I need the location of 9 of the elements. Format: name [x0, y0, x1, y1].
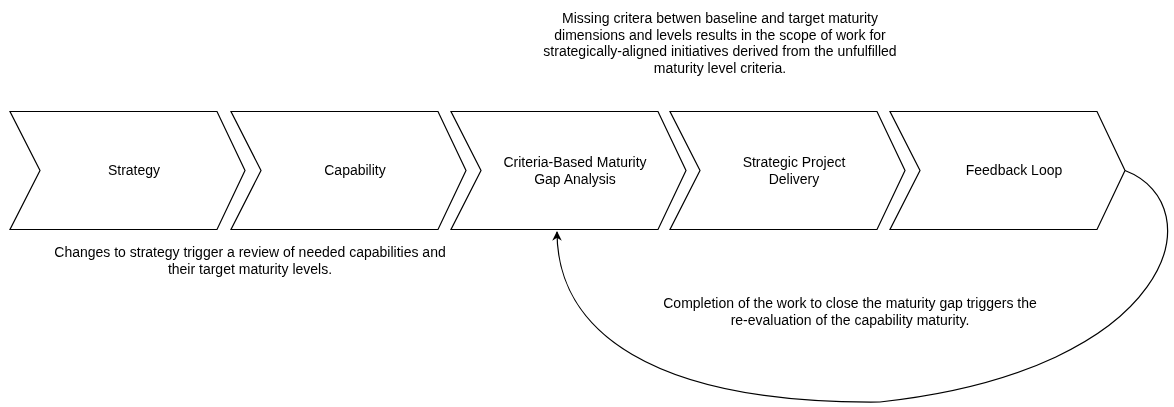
- step-label: Capability: [323, 162, 387, 179]
- annotation-text: Completion of the work to close the maturity gap triggers the re-evaluation of the capability maturity.: [662, 295, 1038, 328]
- step-label: Strategy: [106, 162, 162, 179]
- step-label: Criteria-Based Maturity Gap Analysis: [502, 153, 648, 188]
- annotation-text: Missing critera betwen baseline and target maturity dimensions and levels results in the scope of work for strategically-aligned initiatives derived from the unfulfilled maturity level criteria.: [542, 10, 898, 76]
- curved-arrow: [552, 169, 1168, 403]
- step-label: Feedback Loop: [964, 162, 1064, 179]
- annotation-text: Changes to strategy trigger a review of needed capabilities and their target maturity levels.: [53, 244, 447, 277]
- step-label: Strategic Project Delivery: [741, 153, 847, 188]
